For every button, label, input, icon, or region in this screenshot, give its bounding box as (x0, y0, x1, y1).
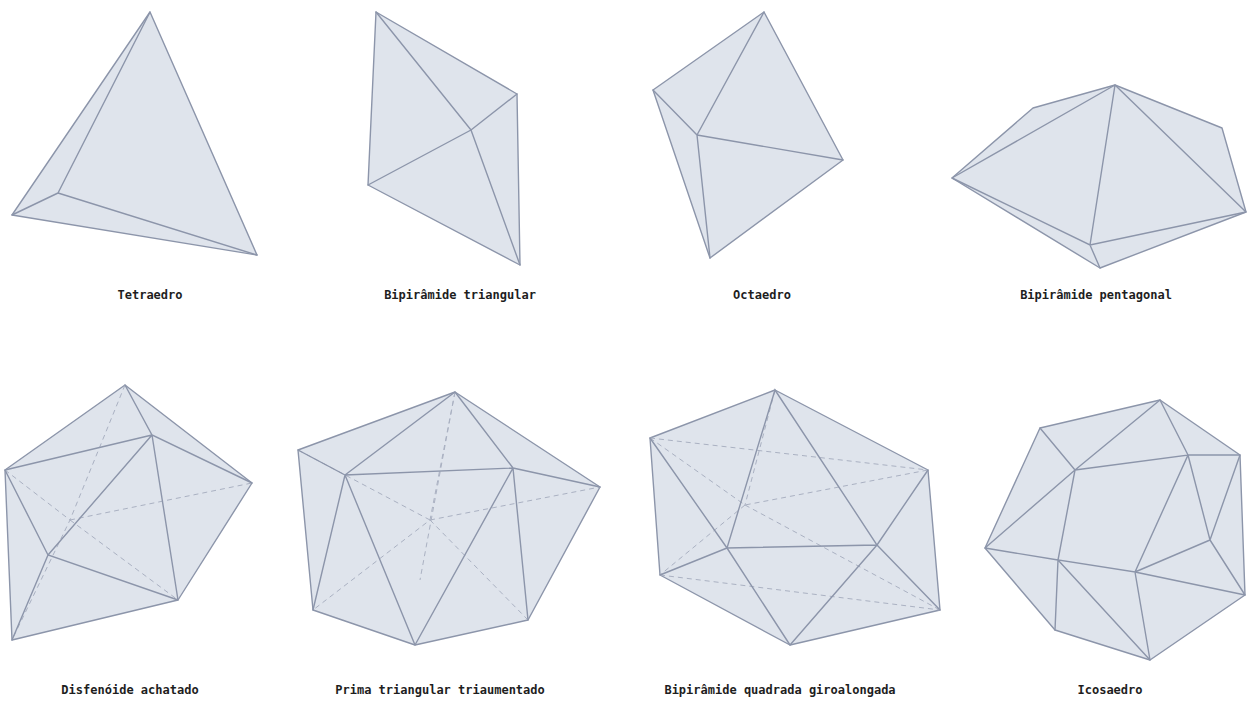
triangular-bipyramid-edges (368, 12, 520, 265)
octahedron-edges (653, 12, 843, 258)
shape-name-label: Icosaedro (1077, 683, 1142, 697)
snub-disphenoid-hidden-edges (5, 385, 252, 640)
shape-name-label: Octaedro (733, 288, 791, 302)
gyroelongated-bipyramid-edges (650, 390, 940, 645)
triangular-bipyramid-figure (368, 12, 520, 265)
pentagonal-bipyramid-edges (952, 85, 1246, 268)
shape-name-label: Tetraedro (117, 288, 182, 302)
tetrahedron-figure (12, 12, 257, 255)
triaugmented-prism-edges (298, 392, 600, 645)
triaugmented-prism-hidden-edges (298, 392, 600, 620)
octahedron-figure (653, 12, 843, 258)
tetrahedron-edges (12, 12, 257, 255)
shape-name-label: Prima triangular triaumentado (335, 683, 545, 697)
snub-disphenoid-figure (5, 385, 252, 640)
shape-name-label: Bipirâmide triangular (384, 288, 536, 302)
shape-name-label: Bipirâmide pentagonal (1020, 288, 1172, 302)
shape-name-label: Bipirâmide quadrada giroalongada (664, 683, 895, 697)
icosahedron-figure (985, 400, 1245, 660)
triaugmented-prism-figure (298, 392, 600, 645)
pentagonal-bipyramid-figure (952, 85, 1246, 268)
snub-disphenoid-edges (5, 385, 252, 640)
shape-name-label: Disfenóide achatado (61, 683, 198, 697)
gyroelongated-bipyramid-figure (650, 390, 940, 645)
icosahedron-edges (985, 400, 1245, 660)
